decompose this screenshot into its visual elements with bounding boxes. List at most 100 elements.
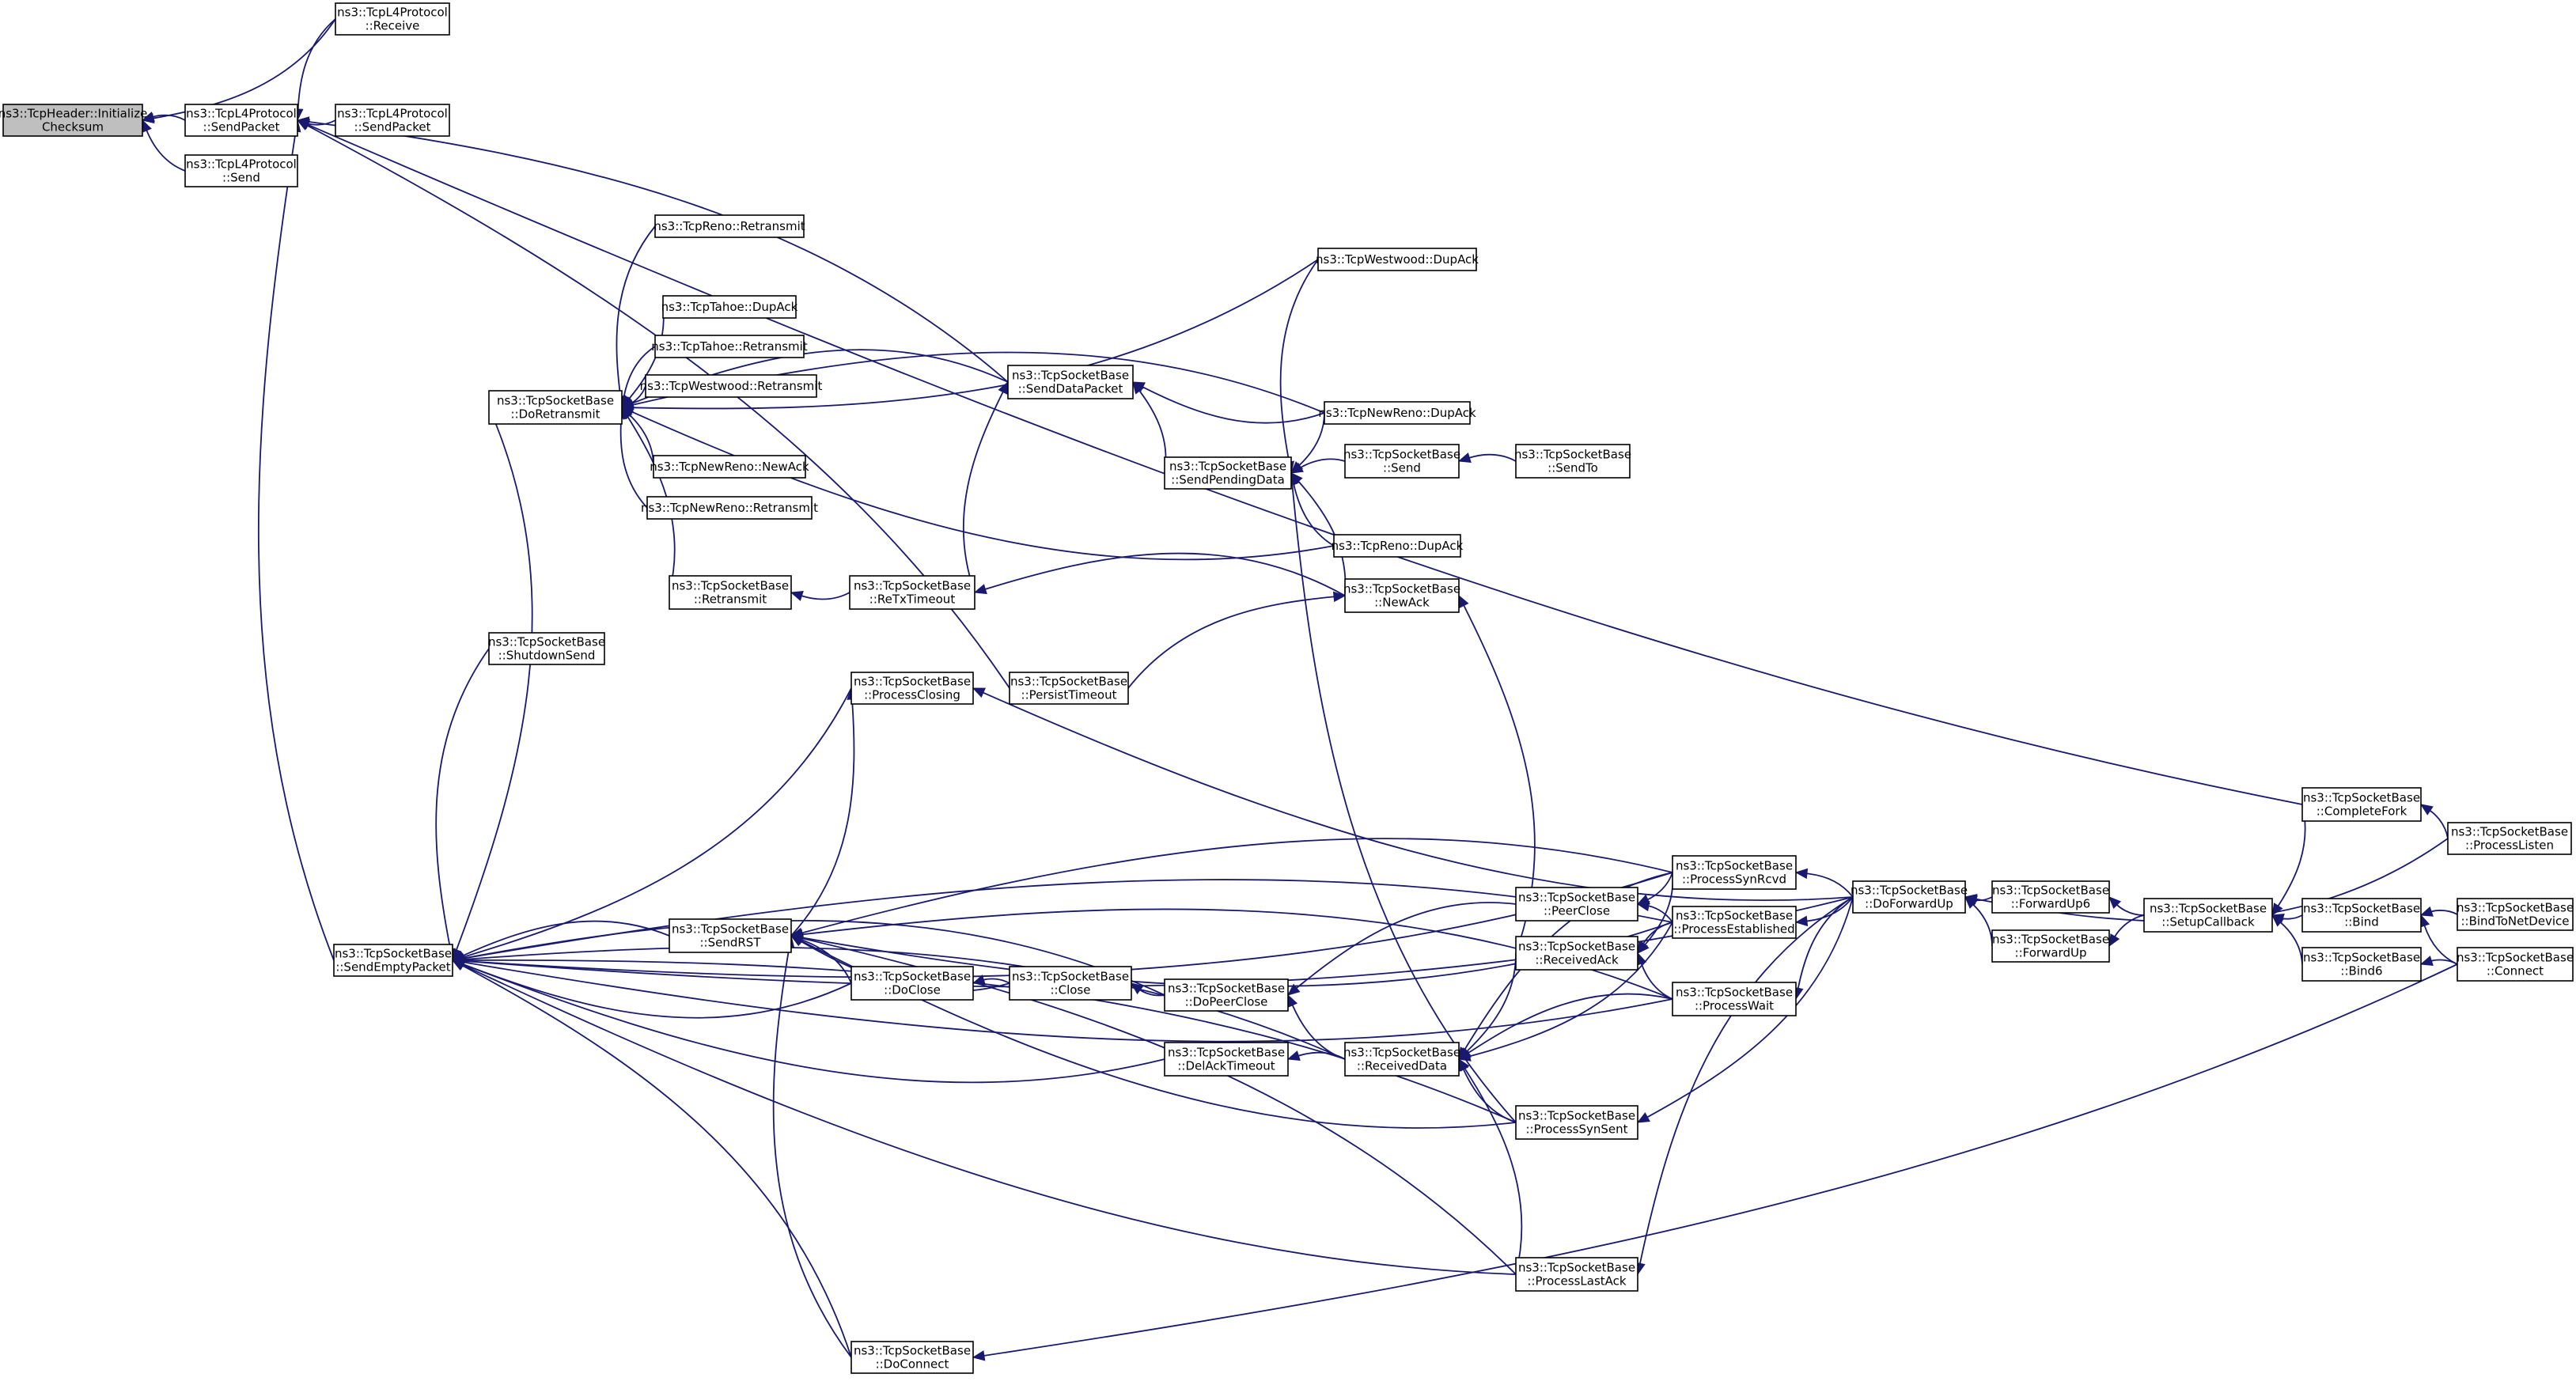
- arrowhead-peerclose-to-dopeerclose: [1287, 983, 1301, 996]
- node-label-retransmit-1: ::Retransmit: [694, 592, 767, 606]
- node-completefork[interactable]: ns3::TcpSocketBase::CompleteFork: [2301, 787, 2422, 822]
- node-sendrst[interactable]: ns3::TcpSocketBase::SendRST: [669, 918, 792, 953]
- node-sb-sendto[interactable]: ns3::TcpSocketBase::SendTo: [1514, 444, 1631, 479]
- edge-processestablished-to-receivedack: [1642, 922, 1673, 944]
- node-label-sendrst-1: ::SendRST: [700, 935, 762, 949]
- node-label-bindtonetdevice-0: ns3::TcpSocketBase: [2457, 900, 2574, 914]
- edge-sendemptypacket-to-l4-sendpacket: [257, 131, 335, 961]
- node-senddatapacket[interactable]: ns3::TcpSocketBase::SendDataPacket: [1007, 365, 1134, 399]
- node-processsynsent[interactable]: ns3::TcpSocketBase::ProcessSynSent: [1515, 1105, 1638, 1140]
- node-westwood-retransmit[interactable]: ns3::TcpWestwood::Retransmit: [640, 374, 823, 398]
- node-label-l4-sendpacket-0: ns3::TcpL4Protocol: [186, 106, 297, 120]
- edge-processsynsent-to-receiveddata: [1462, 1069, 1517, 1123]
- node-box-l4-sendpacket: [184, 104, 298, 137]
- node-newreno-newack[interactable]: ns3::TcpNewReno::NewAck: [650, 455, 809, 479]
- node-setupcallback[interactable]: ns3::TcpSocketBase::SetupCallback: [2143, 898, 2273, 933]
- node-label-bind-1: ::Bind: [2344, 914, 2379, 929]
- arrowhead-dopeerclose-to-close: [1130, 982, 1144, 995]
- node-connect[interactable]: ns3::TcpSocketBase::Connect: [2457, 947, 2574, 982]
- node-l4-sendpacket2[interactable]: ns3::TcpL4Protocol::SendPacket: [335, 104, 450, 137]
- node-box-delacktimeout: [1164, 1042, 1289, 1077]
- node-bindtonetdevice[interactable]: ns3::TcpSocketBase::BindToNetDevice: [2457, 898, 2574, 931]
- node-sb-send[interactable]: ns3::TcpSocketBase::Send: [1343, 444, 1460, 479]
- edge-shutdownsend-to-sendemptypacket: [435, 648, 490, 950]
- node-dopeerclose[interactable]: ns3::TcpSocketBase::DoPeerClose: [1164, 978, 1289, 1012]
- node-retransmit[interactable]: ns3::TcpSocketBase::Retransmit: [669, 575, 792, 610]
- node-label-newreno-dupack-0: ns3::TcpNewReno::DupAck: [1318, 406, 1476, 420]
- node-label-doclose-0: ns3::TcpSocketBase: [854, 969, 971, 983]
- node-label-doretransmit-0: ns3::TcpSocketBase: [497, 393, 614, 407]
- node-label-newack-0: ns3::TcpSocketBase: [1343, 581, 1460, 596]
- node-label-close-1: ::Close: [1051, 982, 1091, 997]
- edge-processsynsent-to-sendemptypacket: [463, 959, 1517, 1123]
- node-label-sendemptypacket-0: ns3::TcpSocketBase: [335, 946, 452, 960]
- node-doretransmit[interactable]: ns3::TcpSocketBase::DoRetransmit: [488, 390, 623, 425]
- node-retxtimeout[interactable]: ns3::TcpSocketBase::ReTxTimeout: [849, 575, 975, 610]
- node-box-reno-dupack: [1333, 534, 1461, 558]
- node-shutdownsend[interactable]: ns3::TcpSocketBase::ShutdownSend: [488, 632, 605, 665]
- arrowhead-connect-to-doconnect: [972, 1350, 986, 1361]
- node-label-sendemptypacket-1: ::SendEmptyPacket: [335, 959, 450, 974]
- edge-doforwardup-to-processlastack: [1639, 896, 1854, 1264]
- node-peerclose[interactable]: ns3::TcpSocketBase::PeerClose: [1515, 887, 1638, 922]
- node-newack[interactable]: ns3::TcpSocketBase::NewAck: [1343, 578, 1460, 613]
- node-forwardup[interactable]: ns3::TcpSocketBase::ForwardUp: [1991, 929, 2110, 963]
- node-box-retransmit: [669, 575, 792, 610]
- edge-processsynrcvd-to-receivedack: [1644, 872, 1674, 946]
- node-newreno-retransmit[interactable]: ns3::TcpNewReno::Retransmit: [641, 496, 818, 520]
- node-label-shutdownsend-0: ns3::TcpSocketBase: [488, 634, 605, 649]
- node-l4-receive[interactable]: ns3::TcpL4Protocol::Receive: [335, 2, 450, 36]
- node-bind6[interactable]: ns3::TcpSocketBase::Bind6: [2301, 947, 2422, 982]
- node-label-sb-send-1: ::Send: [1383, 460, 1421, 475]
- node-delacktimeout[interactable]: ns3::TcpSocketBase::DelAckTimeout: [1164, 1042, 1289, 1077]
- node-processlisten[interactable]: ns3::TcpSocketBase::ProcessListen: [2447, 822, 2572, 855]
- node-label-doclose-1: ::DoClose: [884, 982, 941, 997]
- arrowhead-receivedack-to-newack: [1458, 594, 1469, 608]
- node-forwardup6[interactable]: ns3::TcpSocketBase::ForwardUp6: [1991, 880, 2110, 914]
- node-box-newreno-newack: [653, 455, 806, 479]
- node-label-processlastack-1: ::ProcessLastAck: [1527, 1274, 1626, 1288]
- node-tahoe-retransmit[interactable]: ns3::TcpTahoe::Retransmit: [651, 335, 808, 358]
- node-label-processlisten-1: ::ProcessListen: [2465, 838, 2554, 852]
- node-bind[interactable]: ns3::TcpSocketBase::Bind: [2301, 898, 2422, 933]
- node-doforwardup[interactable]: ns3::TcpSocketBase::DoForwardUp: [1851, 880, 1968, 914]
- node-doclose[interactable]: ns3::TcpSocketBase::DoClose: [850, 966, 974, 1001]
- node-label-delacktimeout-1: ::DelAckTimeout: [1177, 1058, 1275, 1073]
- node-processwait[interactable]: ns3::TcpSocketBase::ProcessWait: [1672, 982, 1797, 1016]
- node-receivedack[interactable]: ns3::TcpSocketBase::ReceivedAck: [1515, 936, 1638, 971]
- node-tahoe-dupack[interactable]: ns3::TcpTahoe::DupAck: [661, 295, 798, 319]
- node-label-receiveddata-0: ns3::TcpSocketBase: [1343, 1045, 1460, 1059]
- node-label-connect-1: ::Connect: [2487, 963, 2544, 978]
- node-processclosing[interactable]: ns3::TcpSocketBase::ProcessClosing: [850, 672, 974, 705]
- node-box-tahoe-dupack: [662, 295, 797, 319]
- arrowhead-processestablished-to-peerclose: [1636, 900, 1650, 912]
- node-persisttimeout[interactable]: ns3::TcpSocketBase::PersistTimeout: [1009, 672, 1129, 705]
- node-close[interactable]: ns3::TcpSocketBase::Close: [1009, 966, 1132, 1001]
- edge-westwood-dupack-to-doretransmit: [632, 259, 1319, 410]
- node-sendpendingdata[interactable]: ns3::TcpSocketBase::SendPendingData: [1164, 456, 1292, 490]
- node-newreno-dupack[interactable]: ns3::TcpNewReno::DupAck: [1318, 401, 1476, 425]
- node-sendemptypacket[interactable]: ns3::TcpSocketBase::SendEmptyPacket: [333, 944, 453, 977]
- edge-processestablished-to-peerclose: [1648, 905, 1673, 923]
- edge-newreno-retransmit-to-doretransmit: [619, 418, 648, 509]
- edge-sendrst-to-sendemptypacket: [462, 920, 670, 957]
- arrowhead-bind6-to-setupcallback: [2271, 914, 2285, 927]
- node-processsynrcvd[interactable]: ns3::TcpSocketBase::ProcessSynRcvd: [1672, 855, 1797, 890]
- node-processestablished[interactable]: ns3::TcpSocketBase::ProcessEstablished: [1672, 906, 1797, 939]
- edge-completefork-to-setupcallback: [2277, 804, 2306, 906]
- node-processlastack[interactable]: ns3::TcpSocketBase::ProcessLastAck: [1515, 1257, 1638, 1292]
- edge-retxtimeout-to-senddatapacket: [962, 392, 1004, 593]
- node-l4-send[interactable]: ns3::TcpL4Protocol::Send: [184, 154, 298, 187]
- node-reno-dupack[interactable]: ns3::TcpReno::DupAck: [1332, 534, 1464, 558]
- node-label-processsynrcvd-1: ::ProcessSynRcvd: [1682, 872, 1786, 886]
- arrowhead-newreno-dupack-to-senddatapacket: [1131, 381, 1146, 392]
- node-l4-sendpacket[interactable]: ns3::TcpL4Protocol::SendPacket: [184, 104, 298, 137]
- node-receiveddata[interactable]: ns3::TcpSocketBase::ReceivedData: [1343, 1042, 1460, 1077]
- node-box-processsynsent: [1515, 1105, 1638, 1140]
- node-reno-retransmit[interactable]: ns3::TcpReno::Retransmit: [653, 214, 805, 238]
- edge-peerclose-to-dopeerclose: [1296, 902, 1517, 989]
- node-doconnect[interactable]: ns3::TcpSocketBase::DoConnect: [850, 1341, 974, 1374]
- node-westwood-dupack[interactable]: ns3::TcpWestwood::DupAck: [1316, 248, 1479, 271]
- edge-processsynrcvd-to-sendrst: [801, 838, 1673, 934]
